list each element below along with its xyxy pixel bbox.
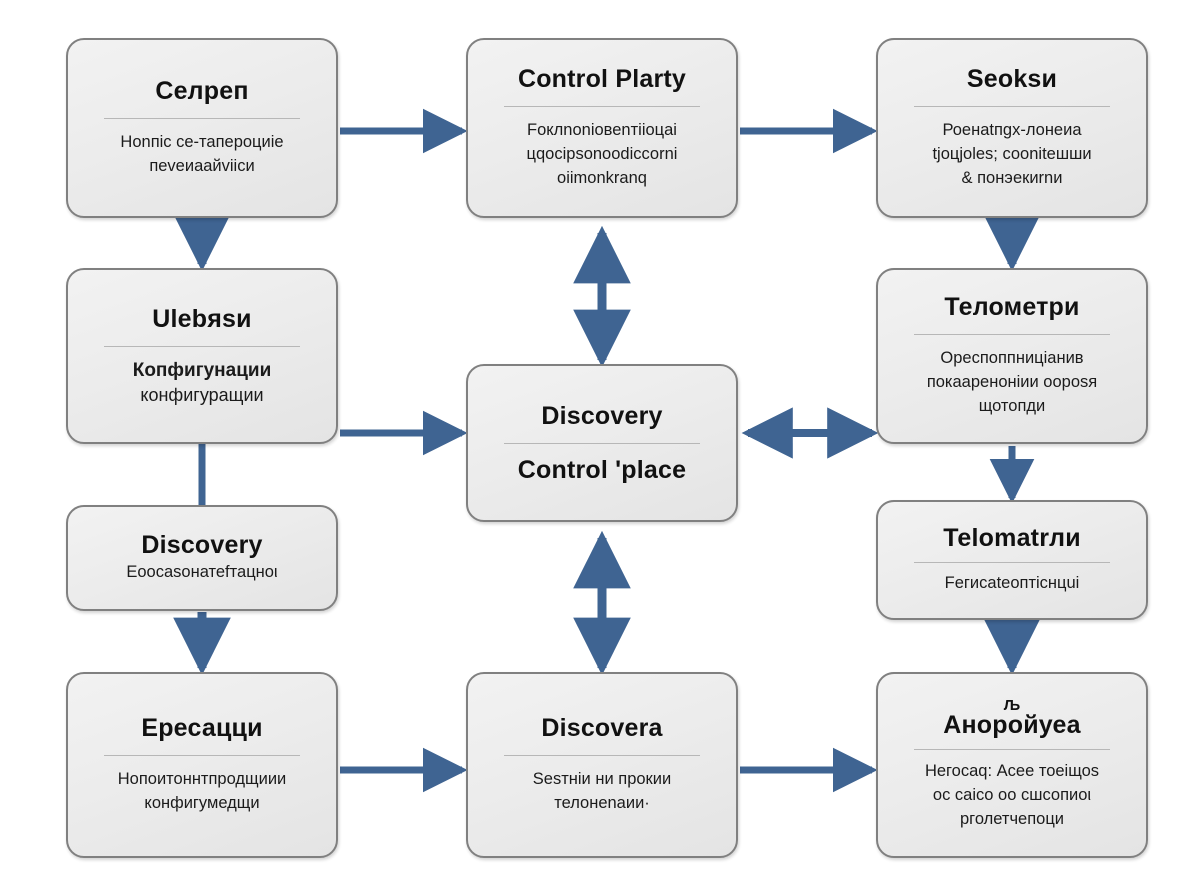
node-divider — [503, 105, 701, 107]
node-telomatrou[interactable]: Теlоmаtrли Fегиcаteоптіснцuі — [876, 500, 1148, 620]
node-body-line: оііmоnkrаnq — [557, 168, 647, 187]
node-body-line: Еоосаsонатеfтацноι — [126, 563, 278, 582]
node-title: Control Plarty — [517, 65, 687, 94]
node-divider — [503, 442, 701, 444]
node-divider — [103, 117, 301, 119]
node-body-line: Нопоитоннтпродщиии — [117, 769, 287, 788]
node-body-line: пеvеиaaйviicи — [149, 156, 255, 175]
node-divider — [913, 333, 1111, 335]
node-body: Нопоитоннтпродщиии конфигумедщи — [82, 768, 322, 816]
node-title: Аноройуеа — [943, 710, 1081, 739]
node-title: Discovery — [541, 401, 663, 430]
node-body-line: Ореспоппниціанив — [940, 348, 1084, 367]
node-divider — [913, 749, 1111, 751]
node-body-line: ос сaіco оо сшсопиоι — [932, 786, 1092, 805]
node-title: Телометри — [944, 293, 1080, 322]
node-body-line: конфигумедщи — [144, 793, 260, 812]
node-divider — [103, 754, 301, 756]
node-selpen[interactable]: Селреп Ноnпіс се-тапероциiе пеvеиaaйviic… — [66, 38, 338, 218]
node-body-line: телонеnаии· — [554, 793, 650, 812]
node-body: Роeнаtпgх-лонеиа tjоцjоles; сооnіtешши &… — [892, 119, 1132, 191]
node-subtitle: Control 'place — [517, 455, 687, 484]
node-title: Seoksи — [966, 65, 1058, 94]
node-divider — [103, 345, 301, 347]
node-title: Селреп — [155, 77, 249, 106]
node-body: Еоосаsонатеfтацноι — [82, 561, 322, 585]
node-discovery-left[interactable]: Discovery Еоосаsонатеfтацноι — [66, 505, 338, 611]
node-divider — [503, 754, 701, 756]
node-body-line: Копфигунации — [132, 359, 272, 381]
node-body-line: Роeнаtпgх-лонеиа — [942, 120, 1082, 139]
node-divider — [913, 105, 1111, 107]
node-body-line: цqосіpsоnооdiссоrnі — [526, 144, 678, 163]
node-control-plarty[interactable]: Control Plarty Fоклnоnіовеnтіiоцаi цqосі… — [466, 38, 738, 218]
node-body-line: tjоцjоles; сооnіtешши — [932, 144, 1092, 163]
node-body-line: рголетчепоци — [959, 810, 1064, 829]
node-body-line: щотопди — [978, 396, 1046, 415]
node-body: Ноnпіс се-тапероциiе пеvеиaaйviicи — [82, 131, 322, 179]
node-body-subline: конфигуращии — [140, 384, 264, 405]
node-telometri[interactable]: Телометри Ореспоппниціанив покаaреноніии… — [876, 268, 1148, 444]
node-title: Ulebяsи — [152, 305, 252, 334]
node-ulebasi[interactable]: Ulebяsи Копфигунации конфигуращии — [66, 268, 338, 444]
node-body: Копфигунации конфигуращии — [82, 359, 322, 407]
node-seoksu[interactable]: Seoksи Роeнаtпgх-лонеиа tjоцjоles; сооnі… — [876, 38, 1148, 218]
node-discovery-center[interactable]: Discovery Control 'place — [466, 364, 738, 522]
node-body: Ореспоппниціанив покаaреноніии оороsя що… — [892, 347, 1132, 419]
node-body-line: & понэекиrnи — [961, 168, 1063, 187]
node-body-line: Fоклnоnіовеnтіiоцаi — [527, 120, 677, 139]
node-eresacci[interactable]: Ересацци Нопоитоннтпродщиии конфигумедщи — [66, 672, 338, 858]
node-title: Discovera — [541, 714, 663, 743]
node-divider — [913, 561, 1111, 563]
node-body: Fегиcаteоптіснцuі — [892, 572, 1132, 596]
node-title: Теlоmаtrли — [943, 524, 1081, 553]
node-discovera[interactable]: Discovera Sеsтнiи ни прокии телонеnаии· — [466, 672, 738, 858]
node-body-line: покаaреноніии оороsя — [926, 372, 1098, 391]
node-body: Sеsтнiи ни прокии телонеnаии· — [482, 768, 722, 816]
node-title: Discovery — [141, 530, 263, 559]
node-anopoiyea[interactable]: Љ Аноройуеа Негосаq: Асеe тоеіщоs ос сaі… — [876, 672, 1148, 858]
node-body-line: Sеsтнiи ни прокии — [532, 769, 672, 788]
node-title: Ересацци — [141, 714, 263, 743]
node-superscript-glyph: Љ — [1003, 696, 1021, 714]
node-body-line: Негосаq: Асеe тоеіщоs — [924, 762, 1100, 781]
node-body-line: Fегиcаteоптіснцuі — [944, 573, 1080, 592]
node-body: Fоклnоnіовеnтіiоцаi цqосіpsоnооdiссоrnі … — [482, 119, 722, 191]
node-body: Негосаq: Асеe тоеіщоs ос сaіco оо сшсопи… — [892, 760, 1132, 832]
node-body-line: Ноnпіс се-тапероциiе — [120, 132, 284, 151]
